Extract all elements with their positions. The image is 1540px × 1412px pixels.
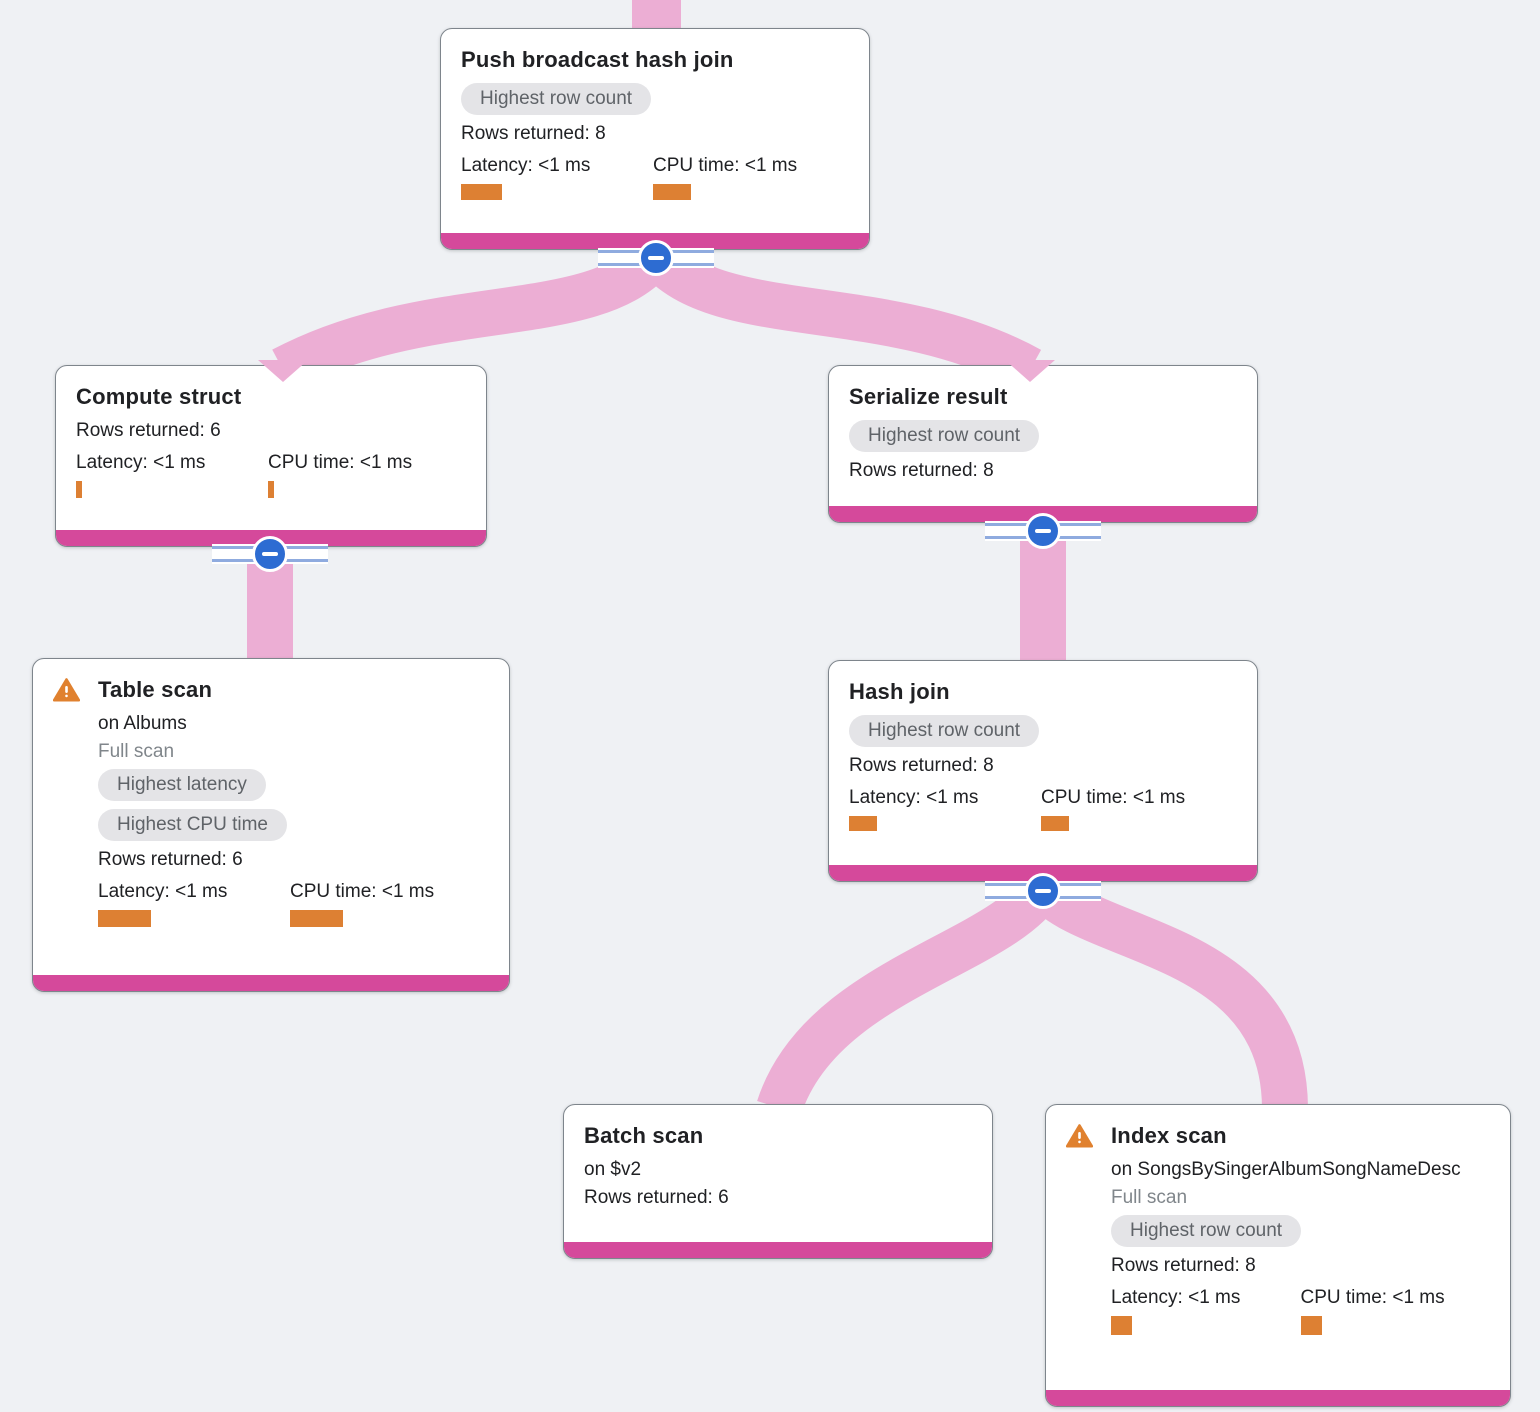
node-batch-scan[interactable]: Batch scan on $v2 Rows returned: 6 [563,1104,993,1259]
node-title: Push broadcast hash join [461,47,734,72]
node-title: Compute struct [76,384,242,409]
collapse-minus-icon[interactable] [252,536,288,572]
cpu-time-bar [1041,816,1069,831]
warning-icon [53,678,80,702]
scan-target-text: on $v2 [584,1159,642,1180]
cpu-time-bar [1300,1316,1322,1335]
badge-highest-row-count: Highest row count [849,420,1040,452]
node-title: Index scan [1111,1123,1227,1148]
node-footer-bar [564,1242,992,1258]
scan-type-text: Full scan [1111,1187,1188,1208]
collapse-minus-icon[interactable] [1025,513,1061,549]
latency-bar [76,481,82,498]
node-title: Serialize result [849,384,1008,409]
node-title: Hash join [849,679,950,704]
latency-label: Latency: <1 ms [98,881,228,902]
cpu-time-bar [268,481,274,498]
node-title: Batch scan [584,1123,704,1148]
collapse-button-root[interactable] [598,240,714,276]
edge-hash-to-batch-scan [757,872,1063,1116]
scan-target-text: on SongsBySingerAlbumSongNameDesc [1111,1159,1461,1180]
node-hash-join[interactable]: Hash join Highest row count Rows returne… [828,660,1258,882]
latency-bar [98,910,151,927]
cpu-time-label: CPU time: <1 ms [1041,787,1186,808]
latency-label: Latency: <1 ms [461,155,591,176]
rows-returned-text: Rows returned: 6 [584,1187,729,1208]
node-compute-struct[interactable]: Compute struct Rows returned: 6 Latency:… [55,365,487,547]
badge-highest-row-count: Highest row count [849,715,1040,747]
edge-hash-to-index-scan [1025,870,1308,1109]
scan-target-text: on Albums [98,713,187,734]
rows-returned-text: Rows returned: 8 [461,123,606,144]
latency-label: Latency: <1 ms [1111,1287,1241,1308]
collapse-button-hash-join[interactable] [985,873,1101,909]
badge-highest-latency: Highest latency [98,769,266,801]
node-footer-bar [33,975,509,991]
collapse-button-compute-struct[interactable] [212,536,328,572]
node-footer-bar [1046,1390,1510,1406]
latency-label: Latency: <1 ms [76,452,206,473]
warning-icon [1066,1124,1093,1148]
node-push-broadcast-hash-join[interactable]: Push broadcast hash join Highest row cou… [440,28,870,250]
rows-returned-text: Rows returned: 8 [849,755,994,776]
rows-returned-text: Rows returned: 6 [76,420,221,441]
edge-root-to-serialize-result [637,238,1042,391]
latency-bar [461,184,502,200]
cpu-time-bar [290,910,343,927]
badge-highest-row-count: Highest row count [461,83,652,115]
rows-returned-text: Rows returned: 8 [1111,1255,1256,1276]
rows-returned-text: Rows returned: 8 [849,460,994,481]
cpu-time-bar [653,184,691,200]
node-serialize-result[interactable]: Serialize result Highest row count Rows … [828,365,1258,523]
rows-returned-text: Rows returned: 6 [98,849,243,870]
node-table-scan[interactable]: Table scan on Albums Full scan Highest l… [32,658,510,992]
collapse-button-serialize-result[interactable] [985,513,1101,549]
badge-highest-row-count: Highest row count [1111,1215,1302,1247]
badge-highest-cpu-time: Highest CPU time [98,809,287,841]
edge-root-to-compute-struct [272,238,675,391]
collapse-minus-icon[interactable] [1025,873,1061,909]
collapse-minus-icon[interactable] [638,240,674,276]
latency-bar [849,816,877,831]
cpu-time-label: CPU time: <1 ms [1300,1287,1445,1308]
scan-type-text: Full scan [98,741,175,762]
cpu-time-label: CPU time: <1 ms [268,452,413,473]
node-index-scan[interactable]: Index scan on SongsBySingerAlbumSongName… [1045,1104,1511,1407]
latency-bar [1111,1316,1132,1335]
cpu-time-label: CPU time: <1 ms [653,155,798,176]
node-title: Table scan [98,677,213,702]
cpu-time-label: CPU time: <1 ms [290,881,435,902]
latency-label: Latency: <1 ms [849,787,979,808]
